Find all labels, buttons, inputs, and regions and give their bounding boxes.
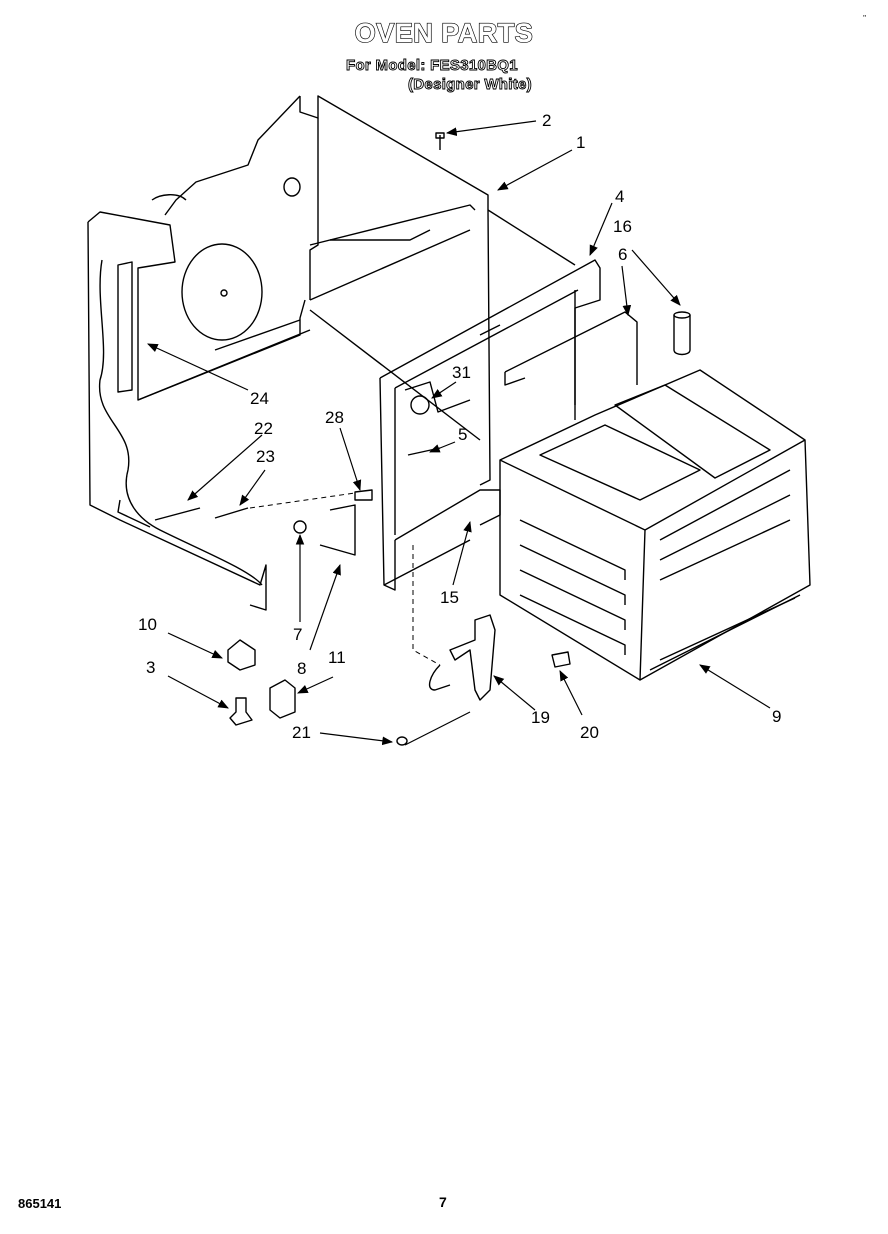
callout-arrows <box>147 120 771 746</box>
model-line: For Model: FES310BQ1 <box>346 57 518 75</box>
callout-9: 9 <box>772 707 781 726</box>
page-number: 7 <box>439 1194 447 1210</box>
callout-11: 11 <box>328 648 346 667</box>
callout-5: 5 <box>458 425 467 444</box>
callout-31: 31 <box>452 363 471 382</box>
callout-6: 6 <box>618 245 627 264</box>
corner-mark: " <box>863 14 866 23</box>
callout-15: 15 <box>440 588 459 607</box>
callout-labels: 1 2 3 4 5 6 7 8 9 10 11 15 16 19 20 21 2… <box>138 111 781 742</box>
callout-4: 4 <box>615 187 624 206</box>
callout-1: 1 <box>576 133 585 152</box>
gasket-frame <box>504 290 638 405</box>
hardware-parts <box>154 132 571 746</box>
callout-28: 28 <box>325 408 344 427</box>
callout-10: 10 <box>138 615 157 634</box>
callout-21: 21 <box>292 723 311 742</box>
part-16-tube <box>673 311 691 356</box>
callout-7: 7 <box>293 625 302 644</box>
callout-22: 22 <box>254 419 273 438</box>
front-frame <box>379 259 601 591</box>
page-title: OVEN PARTS <box>354 17 534 48</box>
callout-20: 20 <box>580 723 599 742</box>
callout-23: 23 <box>256 447 275 466</box>
document-number: 865141 <box>18 1196 62 1211</box>
callout-8: 8 <box>297 659 306 678</box>
callout-24: 24 <box>250 389 269 408</box>
callout-3: 3 <box>146 658 155 677</box>
callout-19: 19 <box>531 708 550 727</box>
callout-2: 2 <box>542 111 551 130</box>
color-line: (Designer White) <box>408 76 533 94</box>
callout-16: 16 <box>613 217 632 236</box>
oven-liner <box>499 369 811 681</box>
alignment-lines <box>249 492 441 666</box>
oven-cavity <box>87 95 576 611</box>
